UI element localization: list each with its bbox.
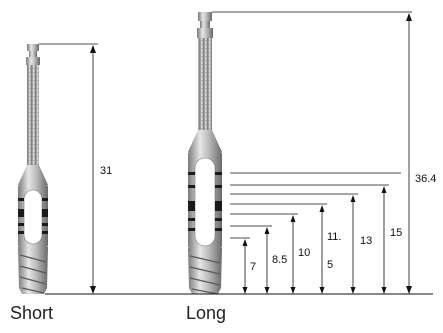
short-drill-taper [18,165,48,185]
depth-arrow-top [319,205,325,212]
long-drill-band [215,218,222,221]
depth-arrow-bottom [319,287,325,294]
long-drill-taper [188,130,222,152]
long-drill-neck [200,21,210,28]
long-drill-window [194,157,216,247]
long-drill-band [215,185,222,188]
long-drill-band [188,218,195,221]
long-dimension-arrow-top [406,13,412,21]
long-dimension-arrow-bottom [406,286,412,294]
depth-marks-group: 7 8.5 10 11. 13 15 5 [230,172,402,294]
short-drill-window [23,189,43,245]
short-total-length-label: 31 [100,165,112,177]
long-drill-band [188,172,195,175]
short-drill-band [42,209,48,217]
long-drill-band [188,228,195,231]
short-drill-band [42,198,48,201]
depth-mark-label: 10 [298,247,310,259]
long-drill-band [215,172,222,175]
short-drill-band [42,223,48,226]
depth-mark-label: 7 [250,261,256,273]
long-drill-shaft [198,38,212,130]
short-drill-shaft [27,65,39,165]
depth-arrow-top [350,195,356,202]
long-drill: 36.4 [188,11,436,295]
depth-arrow-top [264,227,270,234]
long-drill-cap [198,12,212,21]
long-drill-band [188,185,195,188]
long-drill-flutes [189,255,221,295]
short-dimension-arrow-top [90,45,96,53]
short-drill-neck [29,51,37,57]
depth-mark-label: 11. [327,231,341,243]
short-drill-tip [18,247,48,294]
depth-arrow-bottom [264,287,270,294]
depth-arrow-top [242,239,248,246]
depth-mark-label: 8.5 [272,254,287,266]
short-dimension-arrow-bottom [90,286,96,294]
depth-mark-label: 15 [390,227,402,239]
short-drill-band [42,231,48,234]
depth-arrow-bottom [242,287,248,294]
short-drill-label: Short [10,303,54,323]
long-drill-label: Long [186,303,227,323]
short-drill-cap [27,44,39,51]
depth-arrow-bottom [350,287,356,294]
long-drill-band [188,201,195,211]
short-drill-band [18,231,24,234]
depth-mark-label: 13 [360,235,372,247]
long-drill-collar [197,28,213,38]
depth-mark-suffix: 5 [327,259,333,271]
depth-arrow-top [381,186,387,193]
long-total-length-label: 36.4 [415,173,436,185]
depth-arrow-bottom [290,287,296,294]
depth-arrow-bottom [381,287,387,294]
depth-arrow-top [290,215,296,222]
short-drill-band [18,209,24,217]
short-drill-flutes [19,254,47,294]
short-drill-collar [26,57,40,65]
short-drill-band [18,198,24,201]
long-drill-band [215,201,222,211]
long-drill-band [215,228,222,231]
short-drill-band [18,223,24,226]
short-drill: 31 [18,43,112,294]
